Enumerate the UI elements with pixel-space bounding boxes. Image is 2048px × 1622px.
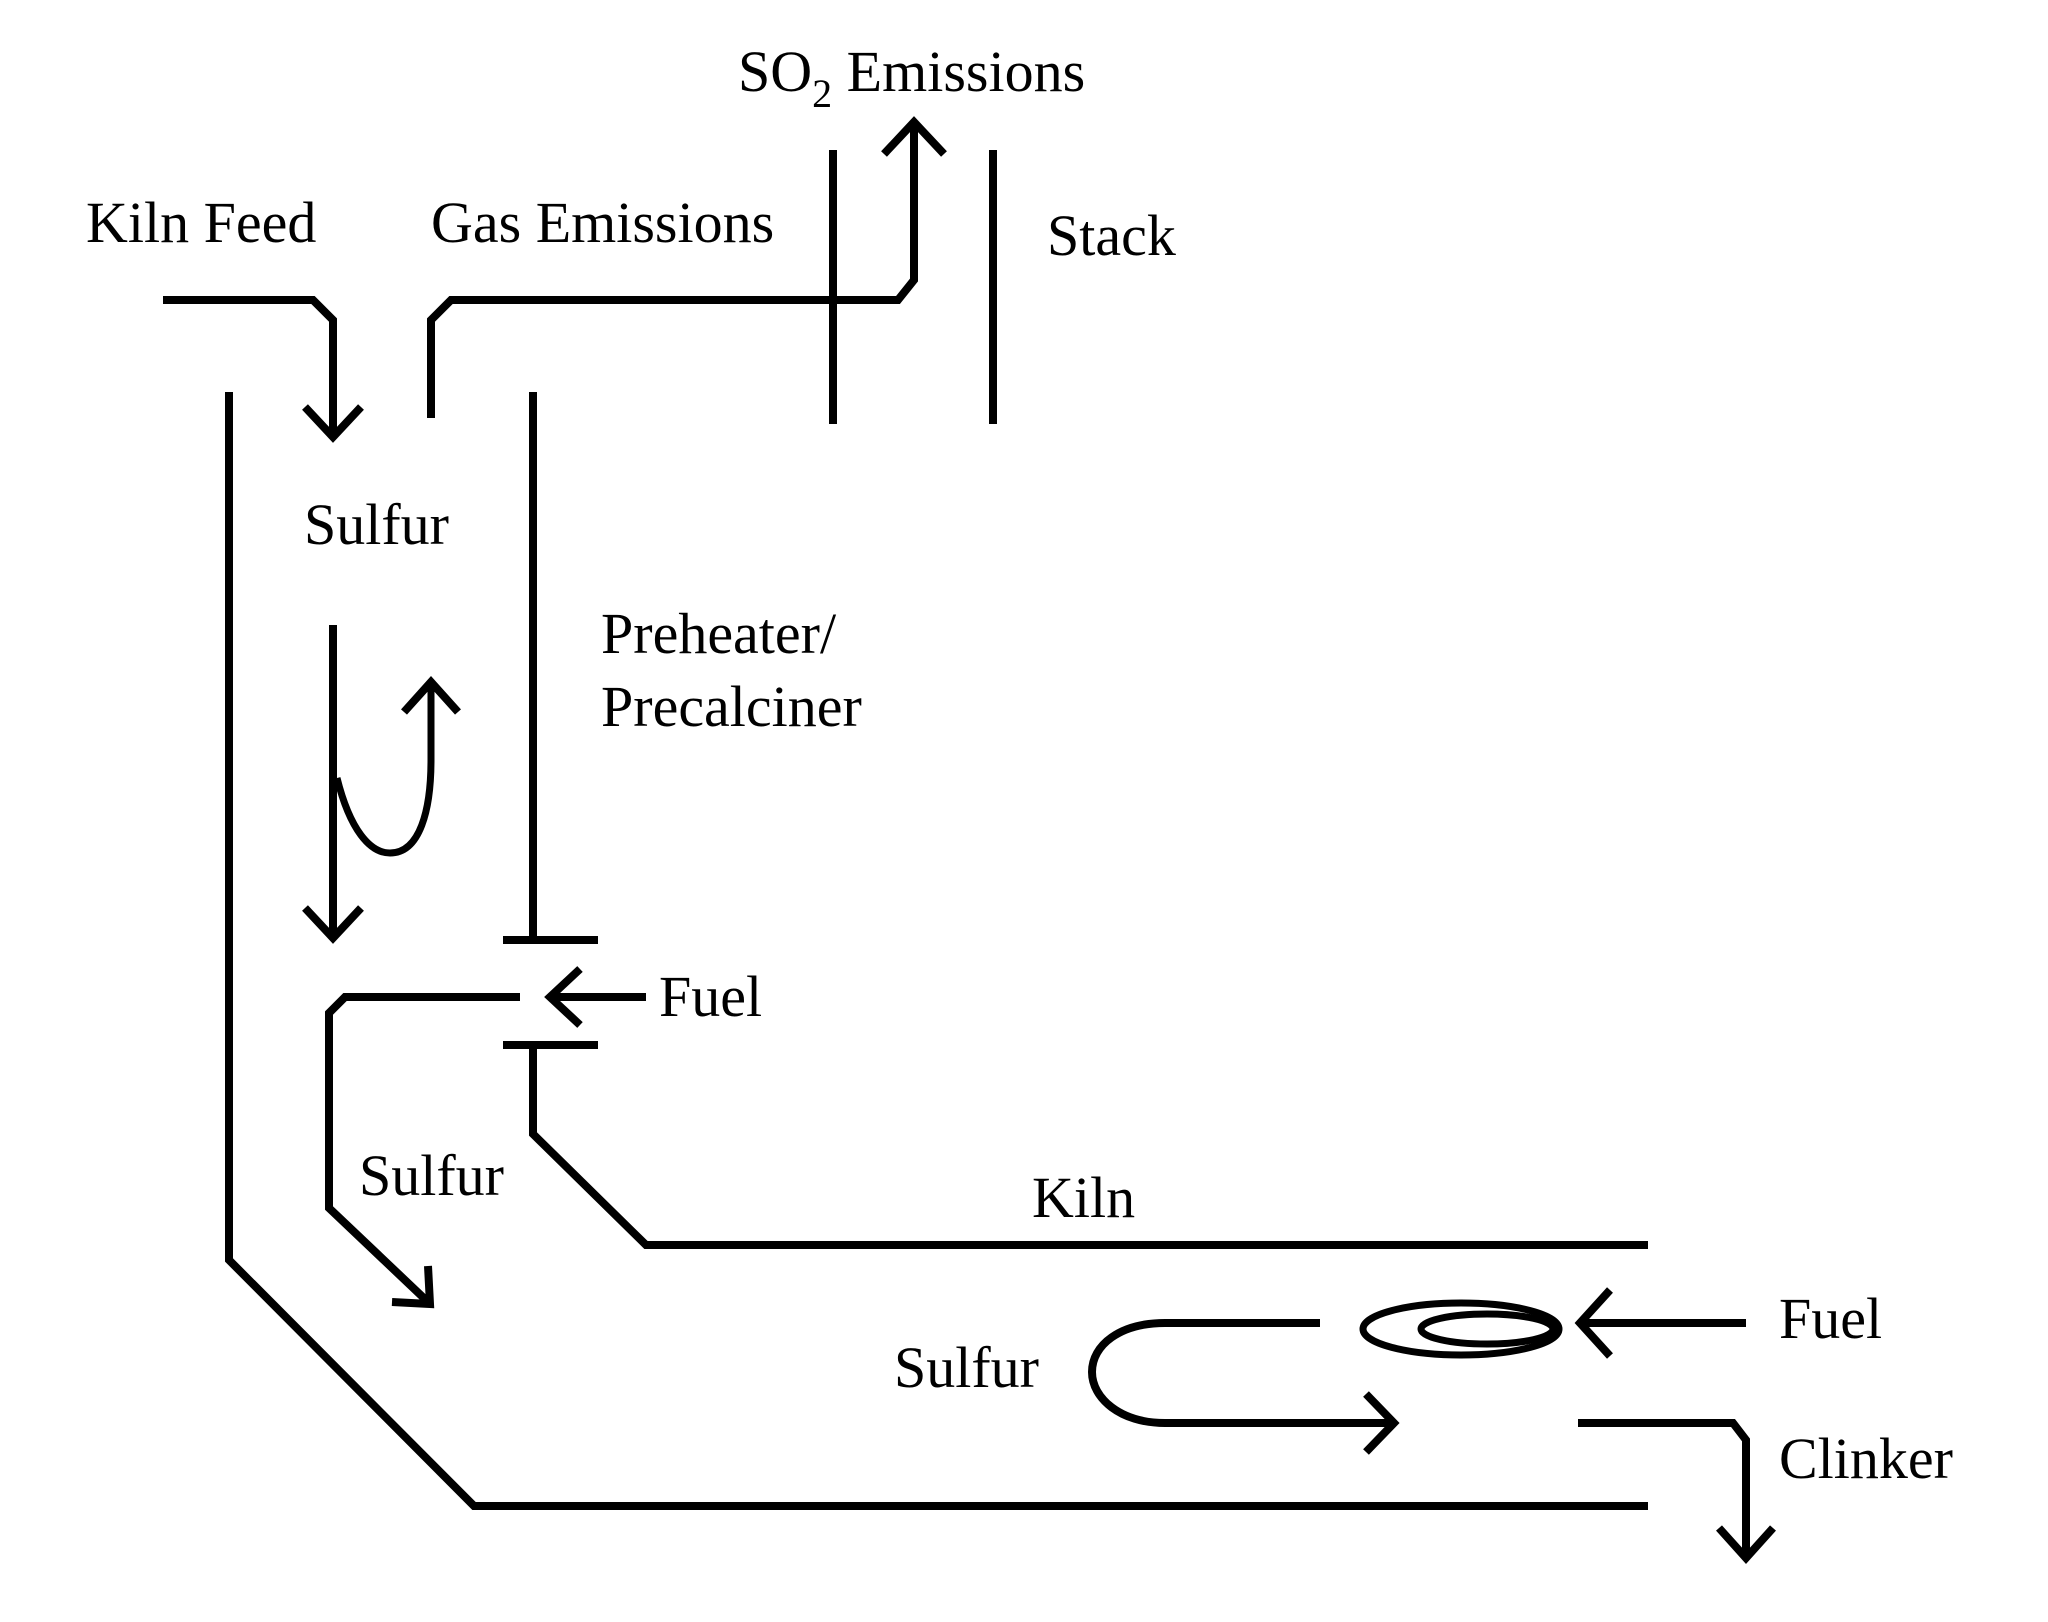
label-sulfur-kiln: Sulfur [894,1335,1039,1400]
label-sulfur-riser: Sulfur [359,1143,504,1208]
calciner-fuel-arrow [544,966,646,1028]
so2-subscript: 2 [812,71,832,116]
label-precalciner: Precalciner [601,674,862,739]
kiln-feed-arrow [163,296,364,443]
label-clinker: Clinker [1779,1426,1953,1491]
label-fuel-kiln: Fuel [1779,1286,1882,1351]
kiln-inner-wall [529,1045,1648,1249]
gas-emissions-arrow [427,116,947,418]
sulfur-cycle-kiln [1087,1319,1400,1455]
label-gas-emissions: Gas Emissions [431,190,774,255]
sulfur-cycle-preheater [302,625,461,944]
so2-prefix: SO [738,39,812,104]
so2-suffix: Emissions [832,39,1085,104]
label-fuel-calciner: Fuel [659,964,762,1029]
flame-icon [1359,1299,1563,1359]
label-sulfur-preheater: Sulfur [304,492,449,557]
label-preheater: Preheater/ [601,601,837,666]
outer-wall [225,392,1648,1510]
riser-sulfur-arrow [325,993,520,1309]
label-stack: Stack [1047,203,1176,268]
label-kiln-feed: Kiln Feed [86,190,316,255]
clinker-arrow [1578,1419,1776,1564]
label-so2-emissions: SO2 Emissions [738,39,1085,116]
label-kiln: Kiln [1032,1165,1135,1230]
kiln-fuel-arrow [1574,1287,1746,1359]
